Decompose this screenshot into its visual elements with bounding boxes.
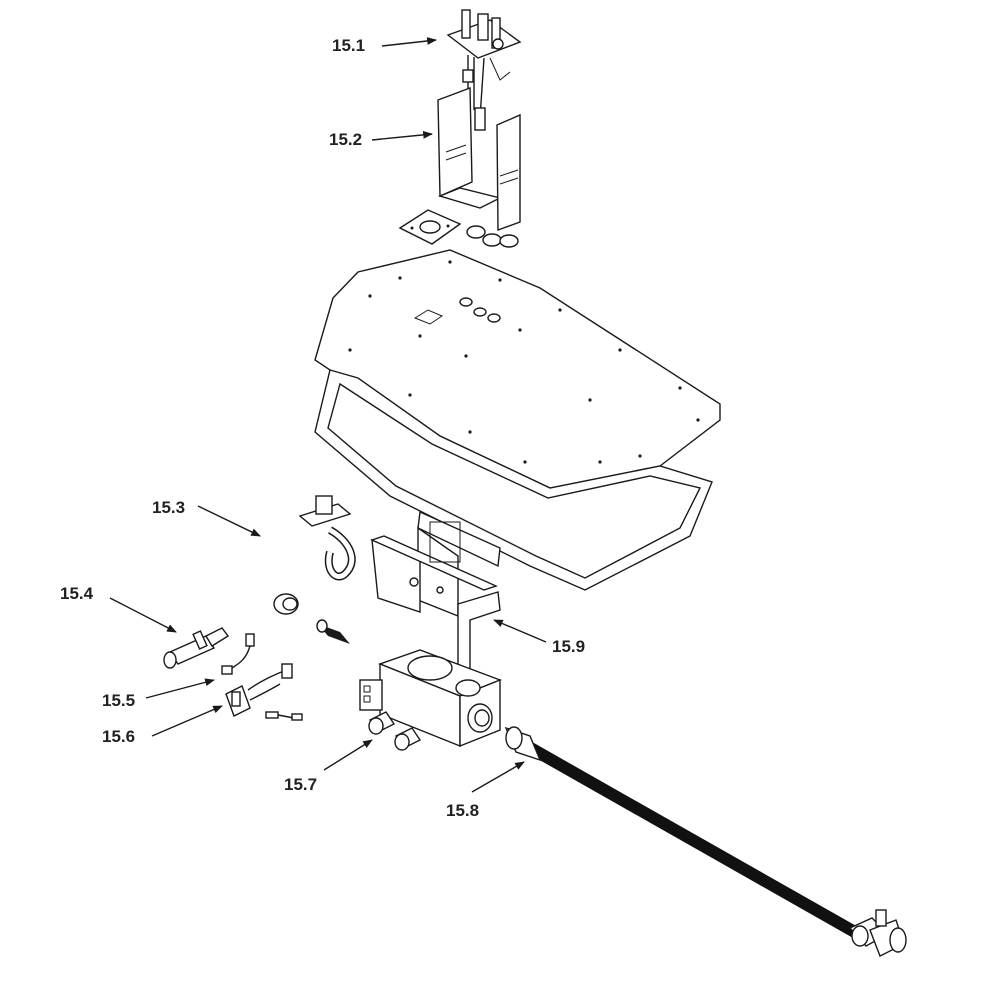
igniter-part xyxy=(163,627,230,669)
callout-15-6: 15.6 xyxy=(102,727,135,746)
leader-arrows xyxy=(109,37,547,793)
leader-arrow-15-8 xyxy=(471,761,525,793)
fitting-part xyxy=(316,619,350,644)
callout-15-9: 15.9 xyxy=(552,637,585,656)
leader-arrow-15-3 xyxy=(197,505,261,537)
wire-lead-part xyxy=(221,633,255,675)
switch-harness-part xyxy=(225,663,303,721)
gasket-plate-part xyxy=(398,209,462,245)
callout-15-1: 15.1 xyxy=(332,36,365,55)
leader-arrow-15-2 xyxy=(371,130,433,141)
callout-labels: 15.1 15.2 15.3 15.4 15.5 15.6 15.7 15.8 … xyxy=(60,36,585,820)
leader-arrow-15-4 xyxy=(109,597,177,633)
leader-arrow-15-6 xyxy=(151,705,223,737)
leader-arrow-15-5 xyxy=(145,678,215,699)
gasket-frame xyxy=(314,369,713,591)
thermocouple-part xyxy=(235,495,356,615)
pilot-bracket-part xyxy=(437,86,521,231)
callout-15-7: 15.7 xyxy=(284,775,317,794)
callout-15-2: 15.2 xyxy=(329,130,362,149)
callout-15-5: 15.5 xyxy=(102,691,135,710)
callout-15-4: 15.4 xyxy=(60,584,94,603)
gas-hose-part xyxy=(504,726,907,957)
callout-15-8: 15.8 xyxy=(446,801,479,820)
leader-arrow-15-1 xyxy=(381,37,437,47)
gas-valve-part xyxy=(359,649,502,751)
grommets-part xyxy=(466,225,519,248)
leader-arrow-15-7 xyxy=(323,739,373,771)
valve-bracket-part xyxy=(370,510,501,681)
leader-arrow-15-9 xyxy=(493,619,547,643)
callout-15-3: 15.3 xyxy=(152,498,185,517)
